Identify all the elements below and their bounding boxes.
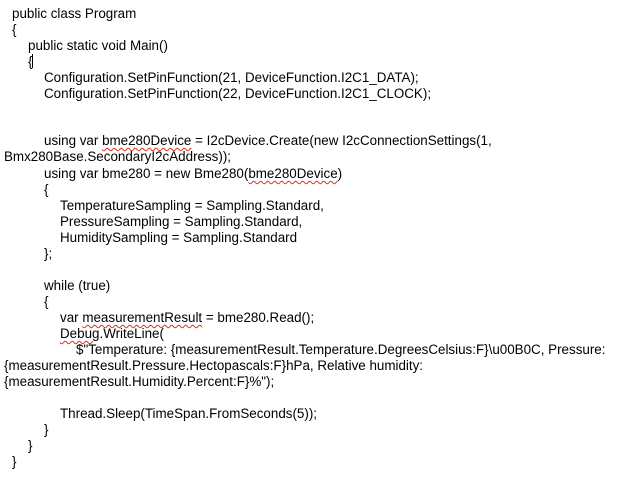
code-line: }; bbox=[44, 246, 52, 262]
code-line: } bbox=[12, 454, 16, 470]
code-line: Bmx280Base.SecondaryI2cAddress)); bbox=[4, 149, 231, 165]
code-text: {measurementResult.Humidity.Percent:F}%"… bbox=[4, 374, 275, 389]
spellcheck-flagged-word[interactable]: Debug bbox=[60, 326, 100, 341]
code-text: HumiditySampling = Sampling.Standard bbox=[60, 230, 298, 245]
code-text: using var bme280 = new Bme280( bbox=[44, 166, 249, 181]
code-line: var measurementResult = bme280.Read(); bbox=[60, 310, 314, 326]
code-line: Debug.WriteLine( bbox=[60, 326, 164, 342]
code-line: { bbox=[44, 294, 48, 310]
code-text: ) bbox=[337, 166, 343, 181]
code-line: $"Temperature: {measurementResult.Temper… bbox=[76, 342, 605, 358]
code-line: { bbox=[12, 22, 16, 38]
code-text: } bbox=[12, 454, 17, 469]
code-text: while (true) bbox=[44, 278, 111, 293]
text-cursor bbox=[32, 54, 34, 68]
code-text: public class Program bbox=[12, 6, 137, 21]
spellcheck-flagged-word[interactable]: bme280Device bbox=[102, 133, 192, 148]
code-text: { bbox=[28, 54, 33, 69]
code-text: }; bbox=[44, 246, 53, 261]
code-text: TemperatureSampling = Sampling.Standard, bbox=[60, 198, 324, 213]
code-line: {measurementResult.Pressure.Hectopascals… bbox=[4, 358, 423, 374]
code-text: = bme280.Read(); bbox=[202, 310, 315, 325]
code-text: var bbox=[60, 310, 83, 325]
code-line: Thread.Sleep(TimeSpan.FromSeconds(5)); bbox=[60, 406, 317, 422]
code-text: } bbox=[44, 422, 49, 437]
code-text: Configuration.SetPinFunction(22, DeviceF… bbox=[44, 86, 432, 101]
spellcheck-flagged-word[interactable]: bme280Device bbox=[248, 166, 338, 181]
code-line: { bbox=[44, 182, 48, 198]
code-text: Thread.Sleep(TimeSpan.FromSeconds(5)); bbox=[60, 406, 318, 421]
code-line: public class Program bbox=[12, 6, 136, 22]
code-line: Configuration.SetPinFunction(21, DeviceF… bbox=[44, 70, 419, 86]
code-text: Bmx280Base.SecondaryI2cAddress)); bbox=[4, 149, 232, 164]
code-line: public static void Main() bbox=[28, 38, 168, 54]
code-text: { bbox=[12, 22, 17, 37]
code-text: PressureSampling = Sampling.Standard, bbox=[60, 214, 303, 229]
code-line: } bbox=[44, 422, 48, 438]
code-text: { bbox=[44, 182, 49, 197]
code-text: = I2cDevice.Create(new I2cConnectionSett… bbox=[191, 133, 492, 148]
code-line: TemperatureSampling = Sampling.Standard, bbox=[60, 198, 324, 214]
code-text: public static void Main() bbox=[28, 38, 168, 53]
code-line: } bbox=[28, 438, 32, 454]
code-text: } bbox=[28, 438, 33, 453]
code-text: { bbox=[44, 294, 49, 309]
code-line: Configuration.SetPinFunction(22, DeviceF… bbox=[44, 86, 431, 102]
code-text: Configuration.SetPinFunction(21, DeviceF… bbox=[44, 70, 419, 85]
code-line: PressureSampling = Sampling.Standard, bbox=[60, 214, 302, 230]
code-line: HumiditySampling = Sampling.Standard bbox=[60, 230, 297, 246]
code-text: using var bbox=[44, 133, 103, 148]
code-line: {measurementResult.Humidity.Percent:F}%"… bbox=[4, 374, 274, 390]
code-text: .WriteLine( bbox=[99, 326, 164, 341]
code-line: using var bme280Device = I2cDevice.Creat… bbox=[44, 133, 492, 149]
code-line: using var bme280 = new Bme280(bme280Devi… bbox=[44, 166, 342, 182]
code-text: {measurementResult.Pressure.Hectopascals… bbox=[4, 358, 424, 373]
code-text: $"Temperature: {measurementResult.Temper… bbox=[76, 342, 606, 357]
code-line: while (true) bbox=[44, 278, 110, 294]
code-line: { bbox=[28, 54, 34, 70]
spellcheck-flagged-word[interactable]: measurementResult bbox=[82, 310, 203, 325]
